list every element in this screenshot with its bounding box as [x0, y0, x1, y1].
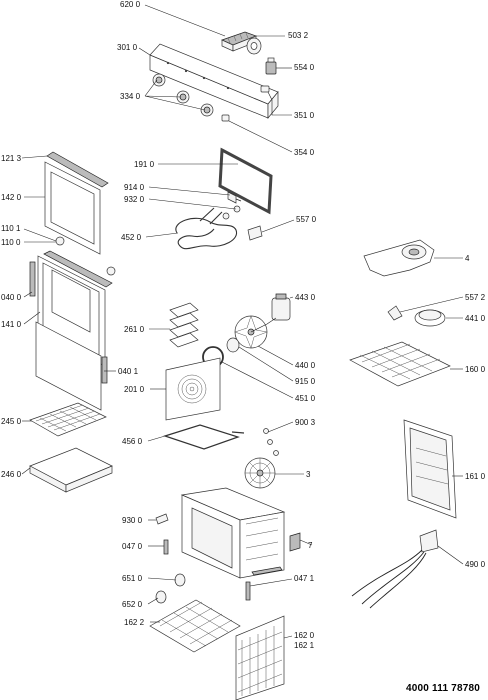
part-lamp-switch-351	[260, 85, 270, 93]
part-cable-490	[351, 529, 439, 609]
document-code: 4000 111 78780	[406, 683, 480, 694]
label-930-0: 930 0	[122, 516, 143, 525]
part-fan-cover-201	[165, 357, 221, 421]
label-451-0: 451 0	[295, 394, 316, 403]
part-labels: 620 0 503 2 301 0 554 0 334 0 351 0 354 …	[1, 0, 486, 650]
label-047-0: 047 0	[122, 542, 143, 551]
label-040-1: 040 1	[118, 367, 139, 376]
part-hinge-110	[55, 236, 116, 276]
part-rod-047	[163, 539, 251, 601]
part-rear-wall-162	[235, 615, 285, 700]
part-grid-shelf-245	[29, 402, 107, 437]
part-bottom-element-162	[149, 599, 241, 653]
label-900-3: 900 3	[295, 418, 316, 427]
part-lamp-651	[155, 573, 186, 604]
part-screws-900	[263, 428, 279, 456]
label-110-0: 110 0	[1, 238, 21, 247]
part-rack-160	[349, 341, 451, 387]
part-connector-557-2	[387, 305, 403, 321]
part-clip-930	[155, 513, 169, 525]
part-oven-cavity-7	[180, 487, 301, 579]
label-191-0: 191 0	[134, 160, 155, 169]
label-201-0: 201 0	[124, 385, 145, 394]
label-110-1: 110 1	[1, 224, 21, 233]
label-452-0: 452 0	[121, 233, 142, 242]
part-control-panel-301	[149, 43, 279, 119]
label-334-0: 334 0	[120, 92, 141, 101]
label-161-0: 161 0	[465, 472, 486, 481]
label-7: 7	[308, 541, 313, 550]
label-557-0: 557 0	[296, 215, 317, 224]
label-351-0: 351 0	[294, 111, 315, 120]
label-246-0: 246 0	[1, 470, 22, 479]
part-baking-tray-246	[29, 447, 113, 493]
part-top-element-452	[175, 207, 238, 250]
label-490-0: 490 0	[465, 560, 486, 569]
label-142-0: 142 0	[1, 193, 22, 202]
part-shelf-supports-261	[169, 302, 199, 348]
part-fan-plate-3	[244, 457, 276, 489]
part-fan-motor-443	[271, 293, 291, 321]
label-245-0: 245 0	[1, 417, 22, 426]
part-knobs-334	[152, 73, 214, 117]
part-button-354	[221, 114, 230, 122]
part-inner-glass-142	[44, 161, 101, 255]
label-557-2: 557 2	[465, 293, 486, 302]
label-440-0: 440 0	[295, 361, 316, 370]
part-fitting-932	[222, 205, 241, 220]
label-554-0: 554 0	[294, 63, 315, 72]
label-162-0: 162 0	[294, 631, 315, 640]
part-outer-glass-141	[35, 321, 102, 411]
label-914-0: 914 0	[124, 183, 145, 192]
part-terminal-557	[247, 225, 263, 241]
label-160-0: 160 0	[465, 365, 486, 374]
label-915-0: 915 0	[295, 377, 316, 386]
label-3: 3	[306, 470, 311, 479]
label-354-0: 354 0	[294, 148, 315, 157]
label-456-0: 456 0	[122, 437, 143, 446]
part-nut-915	[226, 337, 240, 353]
label-121-3: 121 3	[1, 154, 22, 163]
leader-lines	[21, 4, 464, 639]
part-motor-441	[414, 309, 446, 327]
part-oven-gasket-191	[218, 147, 273, 215]
label-301-0: 301 0	[117, 43, 138, 52]
label-162-1: 162 1	[294, 641, 315, 650]
label-620-0: 620 0	[120, 0, 141, 9]
part-switch-554	[265, 57, 277, 75]
label-652-0: 652 0	[122, 600, 143, 609]
label-162-2: 162 2	[124, 618, 145, 627]
label-141-0: 141 0	[1, 320, 22, 329]
part-door-trim-121	[46, 151, 109, 188]
label-040-0: 040 0	[1, 293, 22, 302]
label-443-0: 443 0	[295, 293, 316, 302]
label-651-0: 651 0	[122, 574, 143, 583]
part-side-panel-161	[403, 419, 457, 519]
part-fan-blade-440	[234, 315, 277, 349]
label-932-0: 932 0	[124, 195, 145, 204]
label-047-1: 047 1	[294, 574, 315, 583]
part-programmer-503	[246, 37, 262, 55]
label-261-0: 261 0	[124, 325, 145, 334]
part-ring-element-456	[163, 424, 245, 450]
part-door-hinges-040	[29, 261, 108, 384]
label-4: 4	[465, 254, 470, 263]
label-441-0: 441 0	[465, 314, 486, 323]
label-503-2: 503 2	[288, 31, 309, 40]
part-fan-cover-assembly-4	[363, 239, 435, 277]
